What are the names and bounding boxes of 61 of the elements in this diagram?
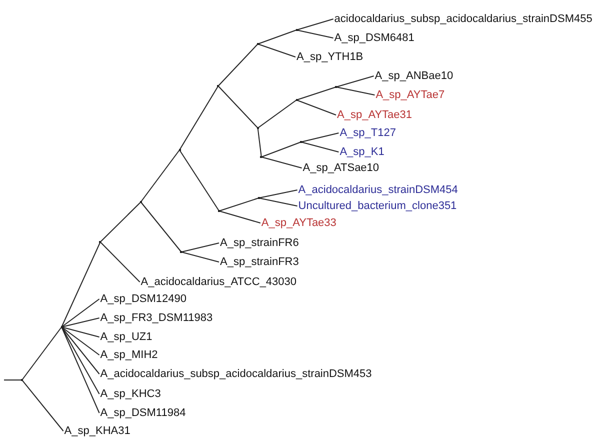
taxon-label: A_acidocaldarius_strainDSM454 [298, 184, 458, 196]
taxon-label: A_sp_DSM6481 [334, 32, 414, 44]
tree-branch [257, 100, 297, 128]
tree-branch [100, 202, 142, 242]
tree-branch [61, 326, 100, 414]
tree-branch [61, 318, 100, 328]
tree-branch [296, 86, 337, 100]
tree-branch [300, 142, 340, 152]
tree-branch [61, 326, 100, 374]
taxon-label: A_sp_ANBae10 [374, 70, 454, 82]
taxon-label: A_sp_DSM12490 [100, 292, 187, 306]
taxon-label: A_sp_FR3_DSM11983 [100, 312, 213, 324]
taxon-label: A_sp_AYTae31 [337, 108, 412, 122]
tree-branch [218, 198, 260, 212]
tree-branch [61, 326, 100, 338]
taxon-label: A_sp_T127 [340, 126, 396, 140]
taxon-label: Uncultured_bacterium_clone351 [298, 200, 457, 212]
tree-branch [300, 132, 340, 142]
taxon-label: acidocaldarius_subsp_acidocaldarius_strainDSM455 [334, 12, 592, 26]
taxon-label: A_acidocaldarius_ATCC_43030 [140, 276, 297, 288]
tree-branch [257, 128, 262, 158]
taxon-label: A_sp_KHA31 [64, 424, 130, 437]
taxon-label: A_sp_AYTae7 [376, 88, 445, 102]
tree-branch [61, 326, 100, 356]
taxon-label: A_acidocaldarius_subsp_acidocaldarius_strainDSM453 [100, 368, 372, 380]
tree-branch [61, 242, 101, 328]
tree-branch [218, 86, 258, 128]
taxon-label: A_sp_KHC3 [100, 388, 161, 400]
tree-branch [258, 190, 298, 198]
tree-branch [100, 242, 140, 282]
tree-branch [258, 198, 298, 206]
tree-branch [296, 100, 336, 116]
taxon-label: A_sp_K1 [340, 146, 384, 158]
tree-branch [260, 142, 302, 158]
tree-branch [257, 30, 297, 44]
tree-branch [140, 202, 182, 252]
tree-branch [22, 380, 64, 432]
tree-branch [61, 298, 100, 328]
taxon-label: A_sp_DSM11984 [100, 406, 186, 420]
taxon-label: A_sp_ATSae10 [302, 162, 380, 174]
tree-branch [296, 18, 334, 30]
tree-branch [218, 210, 261, 224]
tree-branch [218, 44, 258, 86]
tree-branch [61, 326, 100, 394]
taxon-label: A_sp_UZ1 [100, 330, 152, 344]
taxon-label: A_sp_AYTae33 [261, 216, 336, 230]
tree-branch [179, 150, 220, 212]
taxon-label: A_sp_strainFR3 [220, 256, 299, 268]
taxon-label: A_sp_YTH1B [296, 50, 364, 64]
tree-branch [257, 44, 296, 58]
tree-branch [296, 30, 334, 38]
taxon-label: A_sp_strainFR6 [220, 236, 299, 250]
tree-branch [336, 76, 374, 88]
tree-branch [180, 252, 220, 262]
taxon-label: A_sp_MIH2 [100, 348, 158, 362]
tree-branch [179, 86, 219, 150]
tree-branch [336, 86, 376, 96]
tree-branch [22, 326, 62, 380]
tree-branch [140, 150, 180, 202]
tree-branch [260, 156, 302, 168]
tree-branch [180, 242, 220, 252]
